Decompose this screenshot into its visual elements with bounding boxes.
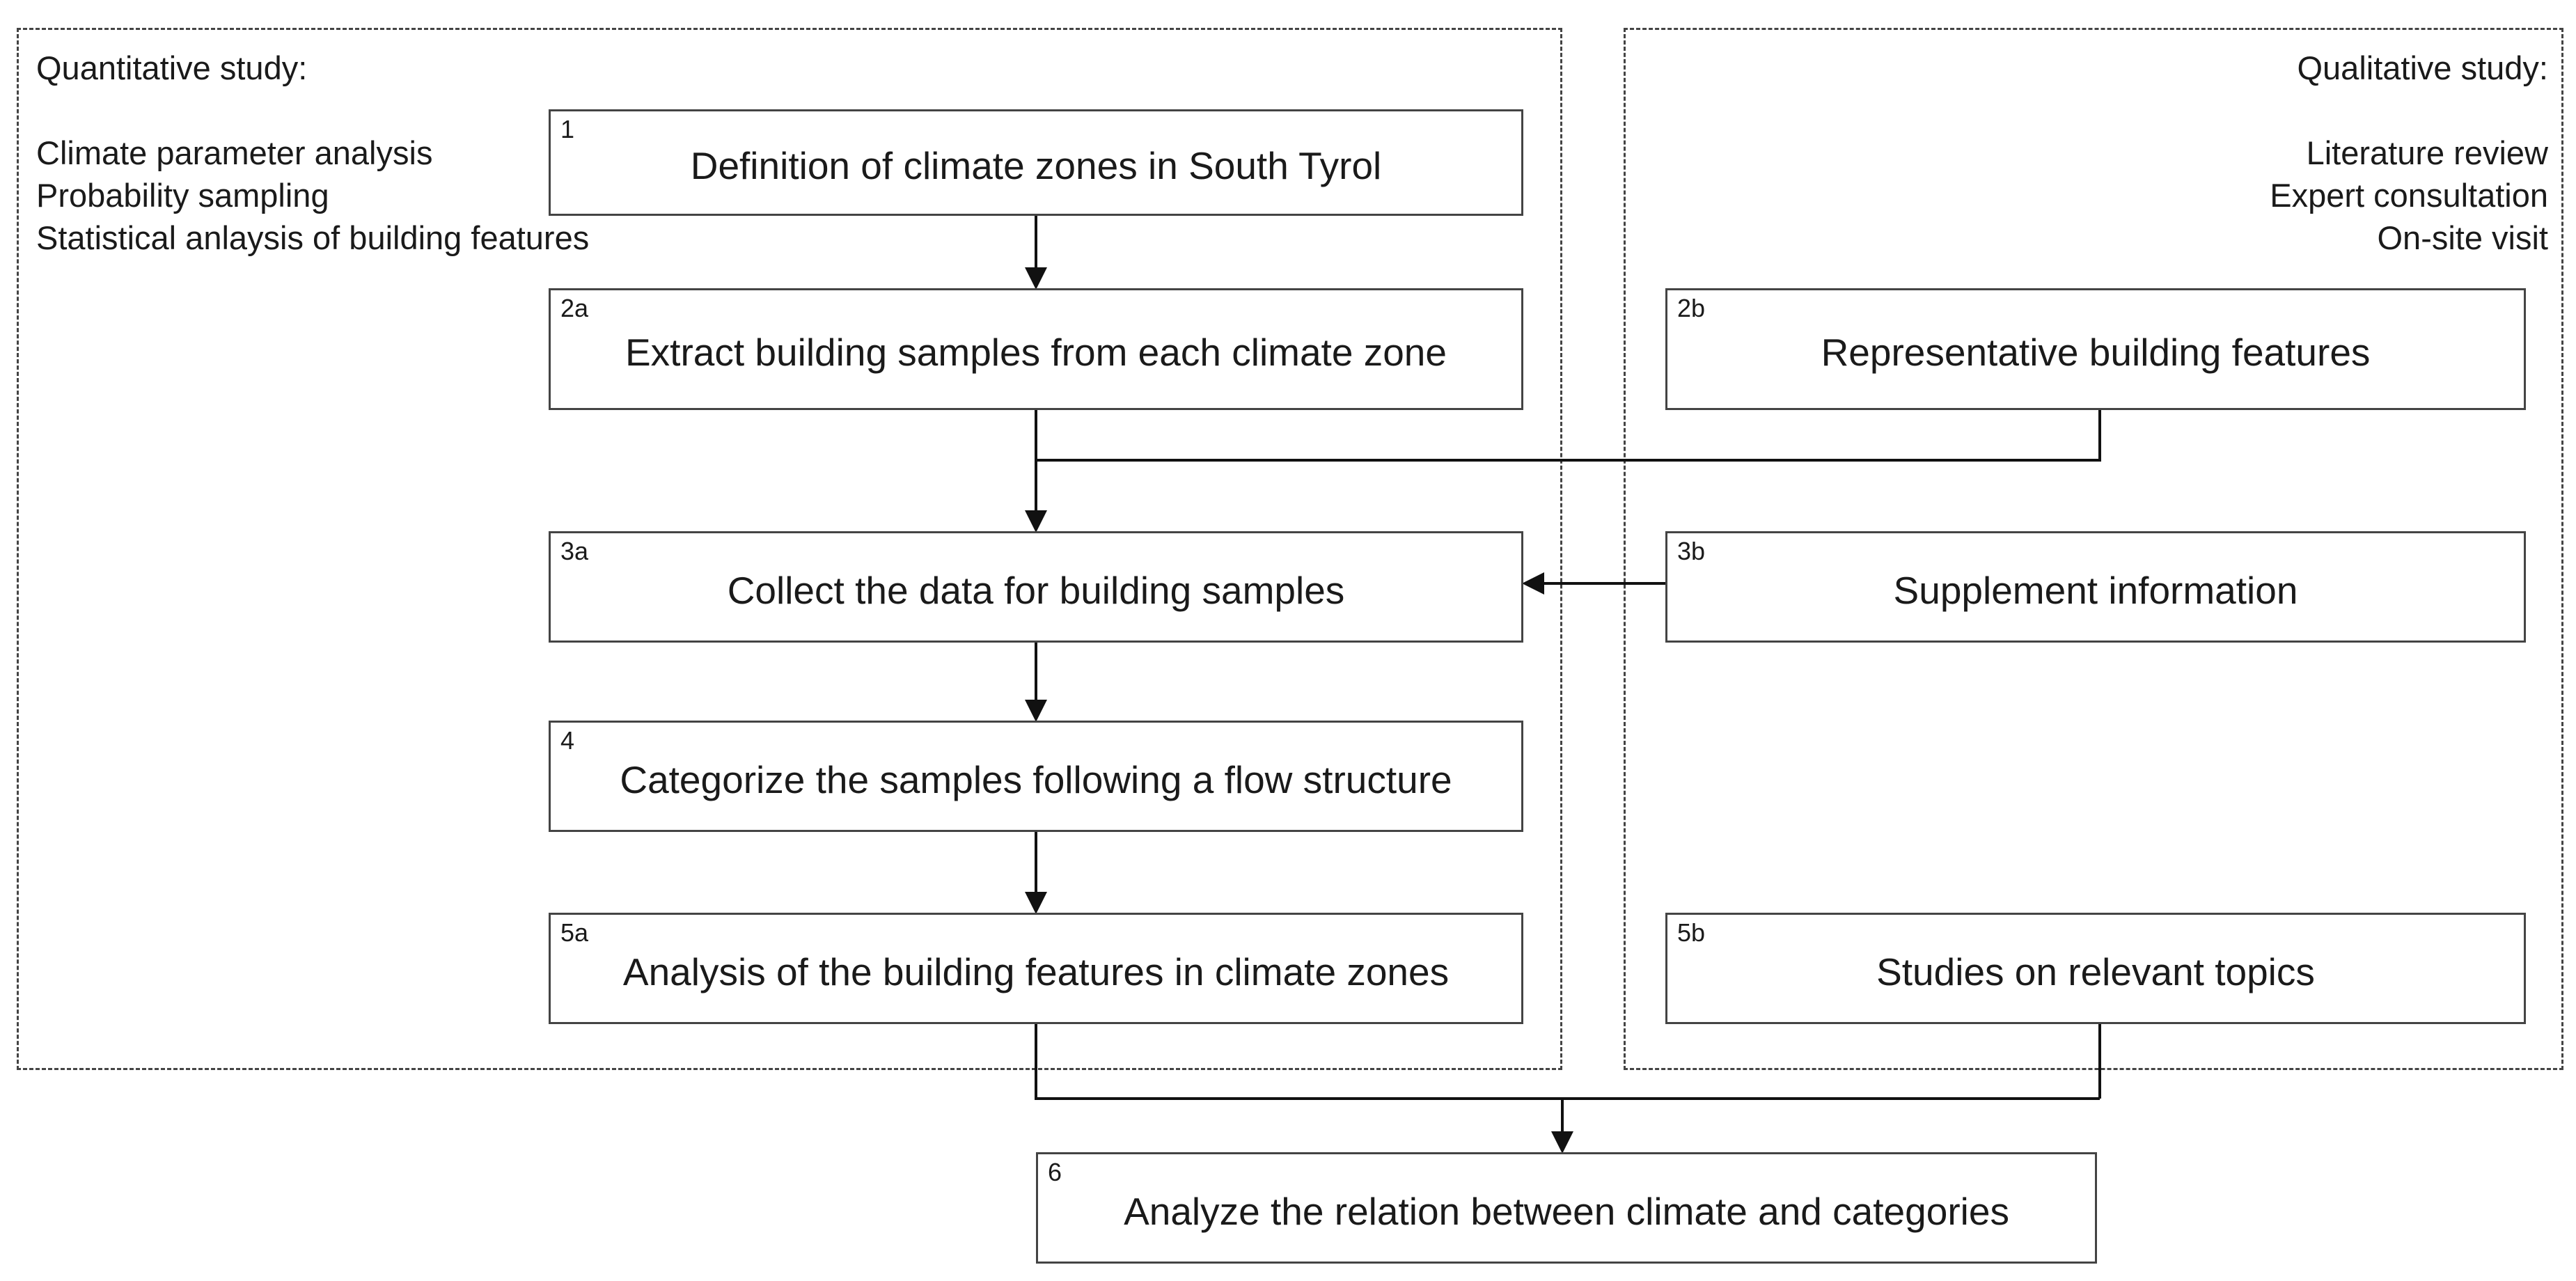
step-3a-box: 3a Collect the data for building samples bbox=[549, 531, 1523, 643]
step-label: Extract building samples from each clima… bbox=[625, 331, 1447, 374]
quantitative-methods-list: Climate parameter analysis Probability s… bbox=[36, 136, 589, 264]
step-2a-box: 2a Extract building samples from each cl… bbox=[549, 288, 1523, 410]
step-3b-box: 3b Supplement information bbox=[1665, 531, 2526, 643]
step-number: 2b bbox=[1677, 294, 1706, 322]
step-label: Analyze the relation between climate and… bbox=[1124, 1189, 2009, 1233]
step-1-box: 1 Definition of climate zones in South T… bbox=[549, 109, 1523, 216]
qualitative-method-item: On-site visit bbox=[2377, 219, 2549, 256]
step-6-box: 6 Analyze the relation between climate a… bbox=[1036, 1152, 2097, 1264]
step-number: 2a bbox=[560, 294, 589, 322]
step-5a-box: 5a Analysis of the building features in … bbox=[549, 913, 1523, 1024]
step-label: Collect the data for building samples bbox=[727, 568, 1345, 612]
step-label: Studies on relevant topics bbox=[1876, 950, 2315, 993]
step-4-box: 4 Categorize the samples following a flo… bbox=[549, 721, 1523, 832]
step-number: 6 bbox=[1048, 1158, 1062, 1186]
step-number: 1 bbox=[560, 115, 575, 143]
quantitative-study-frame bbox=[17, 28, 1562, 1070]
quantitative-study-title: Quantitative study: bbox=[36, 49, 308, 86]
step-label: Supplement information bbox=[1893, 568, 2298, 612]
quantitative-method-item: Statistical anlaysis of building feature… bbox=[36, 219, 590, 256]
step-number: 3b bbox=[1677, 537, 1706, 565]
qualitative-study-title: Qualitative study: bbox=[2297, 49, 2548, 86]
step-number: 4 bbox=[560, 726, 575, 755]
step-2b-box: 2b Representative building features bbox=[1665, 288, 2526, 410]
step-5b-box: 5b Studies on relevant topics bbox=[1665, 913, 2526, 1024]
step-label: Analysis of the building features in cli… bbox=[622, 950, 1450, 993]
qualitative-method-item: Expert consultation bbox=[2270, 177, 2548, 214]
step-label: Categorize the samples following a flow … bbox=[620, 757, 1452, 801]
step-label: Definition of climate zones in South Tyr… bbox=[690, 144, 1382, 187]
quantitative-method-item: Climate parameter analysis bbox=[36, 134, 433, 171]
step-number: 5a bbox=[560, 918, 589, 947]
step-label: Representative building features bbox=[1821, 331, 2371, 374]
step-number: 3a bbox=[560, 537, 589, 565]
quantitative-method-item: Probability sampling bbox=[36, 177, 329, 214]
step-number: 5b bbox=[1677, 918, 1706, 947]
qualitative-methods-list: Literature review Expert consultation On… bbox=[2270, 136, 2548, 264]
qualitative-method-item: Literature review bbox=[2306, 134, 2548, 171]
